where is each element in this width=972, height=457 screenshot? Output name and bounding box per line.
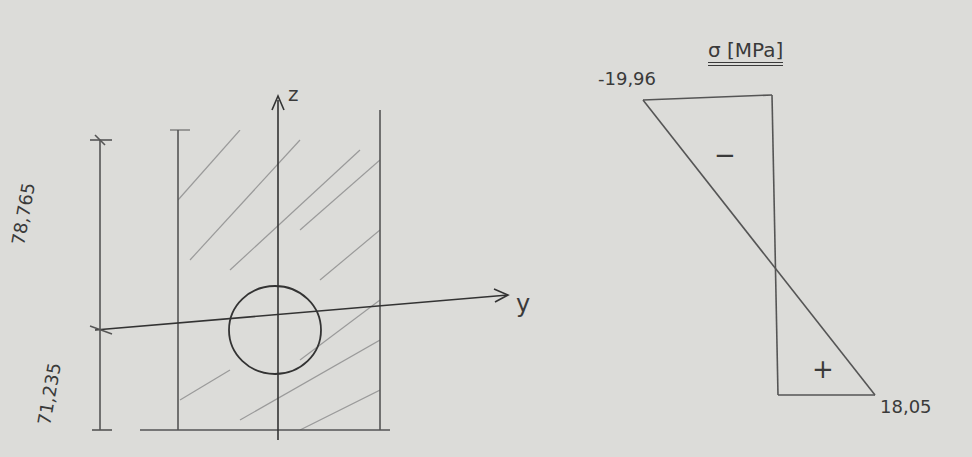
cross-section [90, 96, 508, 440]
dimension-value: − [714, 142, 736, 168]
axis-unit-label: σ [MPa] [708, 40, 783, 66]
axis-label: z [288, 84, 299, 104]
dimension-value: 78,765 [9, 181, 38, 246]
dimension-value: 18,05 [880, 398, 932, 416]
dimension-value: + [812, 356, 834, 382]
dimension-value: 71,235 [35, 361, 64, 426]
axis-label: y [516, 292, 530, 316]
stress-diagram [643, 95, 875, 395]
dimension-value: -19,96 [598, 70, 656, 88]
